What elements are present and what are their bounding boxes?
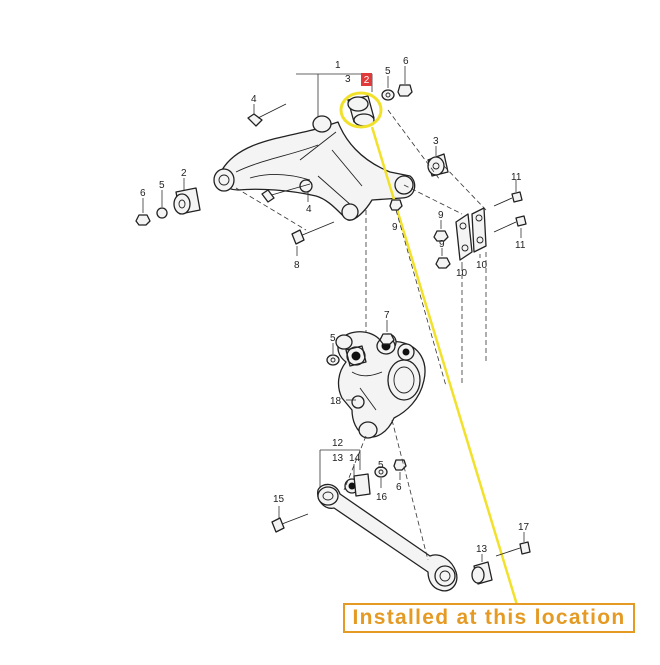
bolt-icon — [271, 506, 309, 533]
label-18: 18 — [330, 396, 342, 407]
label-13: 13 — [332, 453, 344, 464]
svg-text:2: 2 — [364, 75, 370, 86]
label-15: 15 — [273, 494, 285, 505]
bolt-icon — [493, 180, 523, 207]
label-10: 10 — [476, 260, 488, 271]
label-9: 9 — [439, 239, 445, 250]
label-6: 6 — [403, 56, 409, 67]
bolt-icon — [291, 221, 335, 256]
label-1: 1 — [335, 60, 341, 71]
label-3: 3 — [433, 136, 439, 147]
label-17: 17 — [518, 522, 530, 533]
label-5: 5 — [159, 180, 165, 191]
label-6: 6 — [396, 482, 402, 493]
label-9: 9 — [438, 210, 444, 221]
part-labels: 1 3 5 6 4 3 2 6 5 4 11 9 9 8 11 9 10 10 … — [140, 56, 530, 555]
nut-icon — [389, 199, 403, 211]
washer-icon — [326, 354, 340, 366]
washer-icon — [156, 207, 168, 219]
label-7: 7 — [384, 310, 390, 321]
mount-bracket — [455, 207, 487, 266]
subframe-bushing-left — [213, 168, 235, 192]
label-11: 11 — [511, 172, 522, 183]
nut-icon — [397, 84, 413, 97]
bushing-left — [173, 178, 201, 215]
label-10: 10 — [456, 268, 468, 279]
label-5: 5 — [378, 460, 384, 471]
nut-icon — [433, 230, 449, 242]
label-2: 2 — [181, 168, 187, 179]
installation-callout: Installed at this location — [343, 603, 635, 633]
bushing-right — [427, 146, 449, 177]
nut-icon — [435, 257, 451, 269]
bolt-icon — [493, 215, 527, 238]
bushing-highlighted — [339, 91, 383, 129]
bushing-link-upper — [344, 464, 371, 497]
label-4: 4 — [306, 204, 312, 215]
label-11: 11 — [515, 240, 526, 251]
washer-icon — [381, 89, 395, 101]
label-9: 9 — [392, 222, 398, 233]
highlight-badge — [361, 73, 372, 86]
nut-icon — [135, 214, 151, 226]
label-14: 14 — [349, 453, 361, 464]
bolt-icon — [247, 103, 287, 127]
subframe — [213, 115, 416, 221]
label-5: 5 — [330, 333, 336, 344]
bolt-icon — [261, 183, 311, 203]
label-4: 4 — [251, 94, 257, 105]
label-16: 16 — [376, 492, 388, 503]
label-5: 5 — [385, 66, 391, 77]
washer-icon — [374, 466, 388, 478]
highlight-ring — [339, 91, 383, 129]
bolt-icon — [495, 532, 531, 557]
bushing-link-lower — [471, 554, 493, 585]
lower-link — [317, 483, 458, 592]
label-3: 3 — [345, 74, 351, 85]
nut-icon — [379, 333, 395, 345]
label-12: 12 — [332, 438, 344, 449]
label-6: 6 — [140, 188, 146, 199]
label-13: 13 — [476, 544, 488, 555]
label-8: 8 — [294, 260, 300, 271]
